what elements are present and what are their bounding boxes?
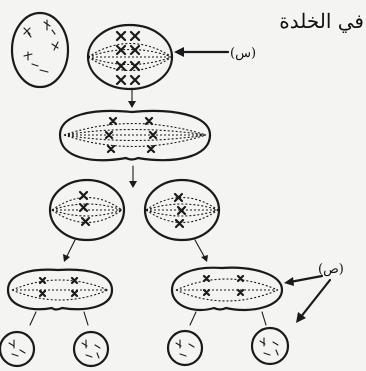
final-cell-3 (166, 329, 204, 367)
arrow-down-1 (128, 89, 136, 108)
resting-cell (10, 11, 70, 89)
telophase-cell-right (170, 266, 284, 312)
telophase-cell-left (6, 268, 114, 311)
daughter-cell-right (143, 178, 221, 242)
cell-telophase (58, 109, 212, 162)
header-title-fragment: في الخلدة (279, 9, 364, 33)
final-cell-1 (0, 330, 36, 368)
arrow-down-2 (129, 165, 137, 188)
arrows-level-4 (29, 311, 267, 326)
label-pointer-bottom: (ص) (284, 262, 344, 323)
bottom-cell-label: (ص) (318, 262, 344, 277)
final-cell-2 (72, 330, 110, 368)
label-pointer-top: (س) (174, 46, 256, 61)
parent-cell-metaphase (86, 23, 174, 91)
daughter-cell-left (48, 178, 126, 242)
arrows-level-3 (63, 239, 208, 262)
top-cell-label: (س) (230, 46, 256, 61)
final-cell-4 (250, 326, 290, 366)
